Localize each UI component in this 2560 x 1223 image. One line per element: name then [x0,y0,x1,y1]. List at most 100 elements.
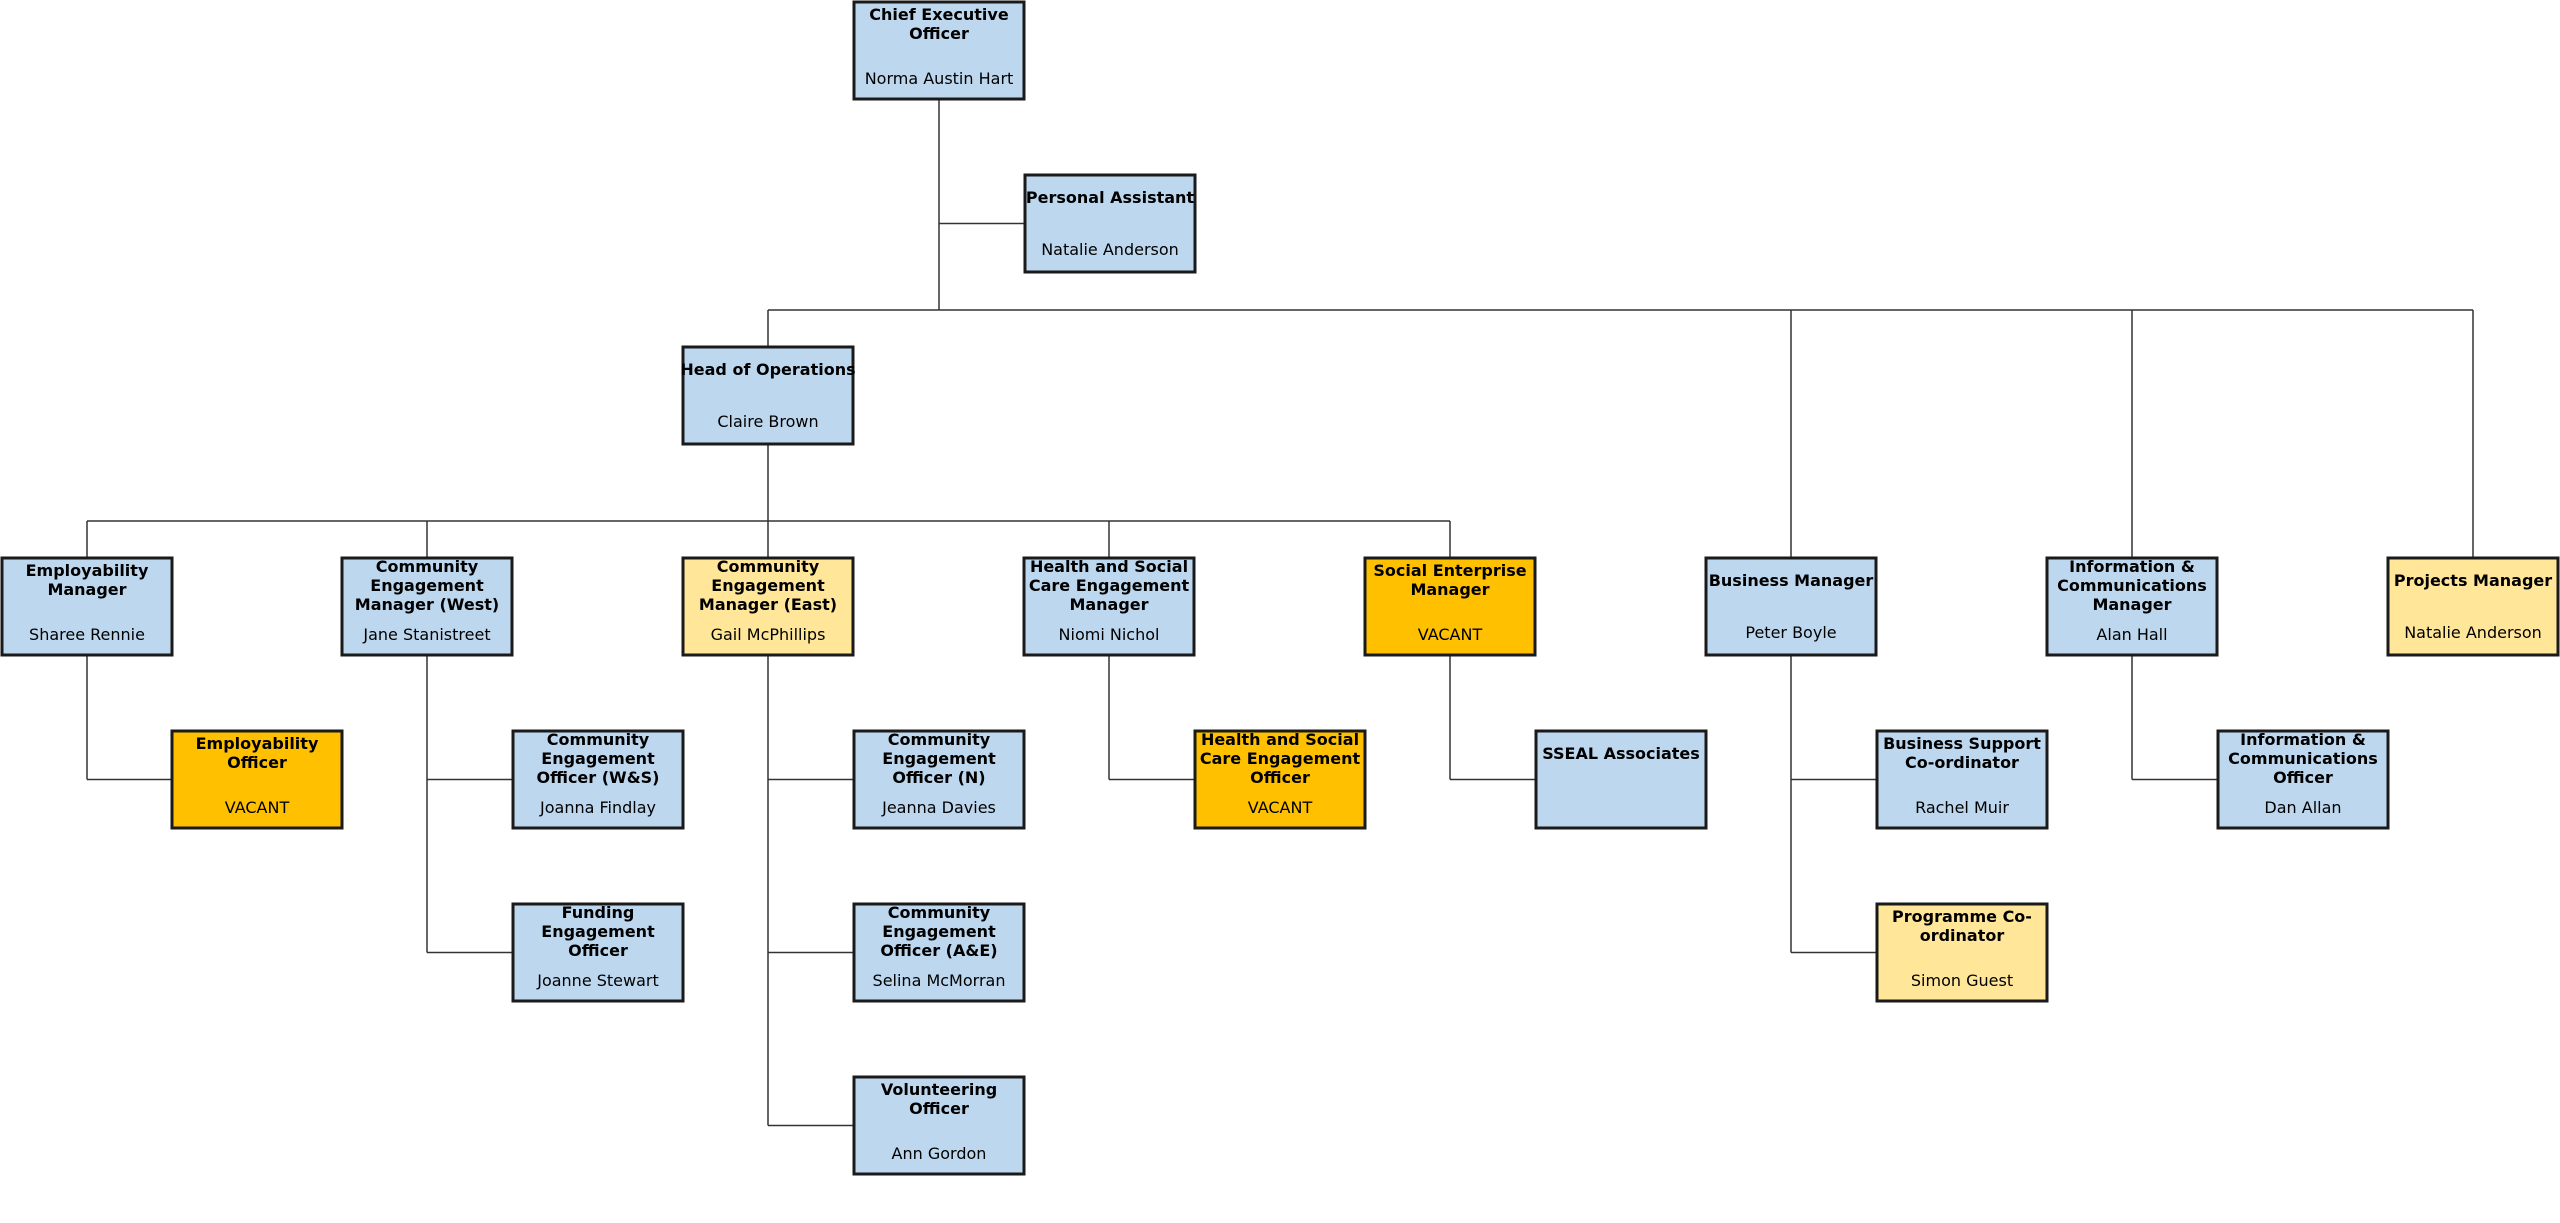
position-title: Officer [909,24,969,43]
position-holder-name: Peter Boyle [1745,623,1836,642]
position-title: Manager (West) [355,595,499,614]
position-box-bg [852,729,1026,830]
position-title: Community [717,557,820,576]
position-box-bg [2216,729,2390,830]
position-title: Officer [568,941,628,960]
position-box-bg [1875,902,2049,1003]
position-title: Engagement [370,576,484,595]
position-title: Manager [47,580,126,599]
position-title: Employability [26,561,149,580]
position-holder-name: VACANT [1248,798,1313,817]
position-holder-name: Claire Brown [717,412,818,431]
position-title: Funding [562,903,635,922]
position-holder-name: Niomi Nichol [1059,625,1160,644]
position-box-bg [340,556,514,657]
position-title: Health and Social [1030,557,1188,576]
position-holder-name: Joanna Findlay [539,798,656,817]
position-box-bg [681,345,855,446]
position-title: Manager [2092,595,2171,614]
position-box-bg [1534,729,1708,830]
position-holder-name: VACANT [1418,625,1483,644]
position-title: Officer [1250,768,1310,787]
position-title: Information & [2240,730,2366,749]
position-title: Volunteering [881,1080,997,1099]
position-holder-name: Simon Guest [1911,971,2013,990]
position-title: Business Manager [1709,571,1874,590]
position-holder-name: Rachel Muir [1915,798,2009,817]
position-box-bg [511,729,685,830]
position-title: Officer (A&E) [880,941,997,960]
position-holder-name: Gail McPhillips [711,625,826,644]
position-title: Business Support [1883,734,2041,753]
position-holder-name: Ann Gordon [892,1144,987,1163]
position-holder-name: Jane Stanistreet [362,625,490,644]
position-title: Engagement [882,749,996,768]
position-title: ordinator [1920,926,2005,945]
position-box-bg [0,556,174,657]
position-title: Community [888,903,991,922]
position-title: Communications [2228,749,2378,768]
position-holder-name: Dan Allan [2264,798,2341,817]
position-holder-name: Natalie Anderson [1041,240,1179,259]
position-box-bg [1363,556,1537,657]
position-title: Officer (W&S) [537,768,660,787]
position-title: Chief Executive [869,5,1009,24]
position-holder-name: Sharee Rennie [29,625,145,644]
position-title: Community [888,730,991,749]
position-box-bg [1875,729,2049,830]
position-box-bg [2045,556,2219,657]
position-title: Care Engagement [1029,576,1190,595]
position-title: Engagement [711,576,825,595]
position-title: Personal Assistant [1026,188,1195,207]
position-box-bg [1193,729,1367,830]
position-title: Manager [1410,580,1489,599]
position-title: Programme Co- [1892,907,2032,926]
position-title: Social Enterprise [1373,561,1526,580]
position-box-bg [1023,173,1197,274]
position-title: Health and Social [1201,730,1359,749]
position-title: SSEAL Associates [1542,744,1700,763]
position-holder-name: Joanne Stewart [536,971,659,990]
position-box-bg [2386,556,2560,657]
position-box-bg [852,1075,1026,1176]
position-title: Care Engagement [1200,749,1361,768]
position-title: Engagement [541,922,655,941]
position-box-bg [1022,556,1196,657]
position-holder-name: VACANT [225,798,290,817]
position-title: Manager (East) [699,595,837,614]
position-holder-name: Natalie Anderson [2404,623,2542,642]
position-title: Communications [2057,576,2207,595]
position-holder-name: Norma Austin Hart [865,69,1014,88]
position-holder-name: Selina McMorran [873,971,1006,990]
position-title: Community [376,557,479,576]
position-box-bg [681,556,855,657]
position-box-bg [511,902,685,1003]
position-title: Officer [909,1099,969,1118]
position-title: Employability [196,734,319,753]
position-box-bg [852,902,1026,1003]
position-box-bg [852,0,1026,101]
position-title: Co-ordinator [1905,753,2019,772]
position-title: Projects Manager [2394,571,2552,590]
position-title: Officer [227,753,287,772]
